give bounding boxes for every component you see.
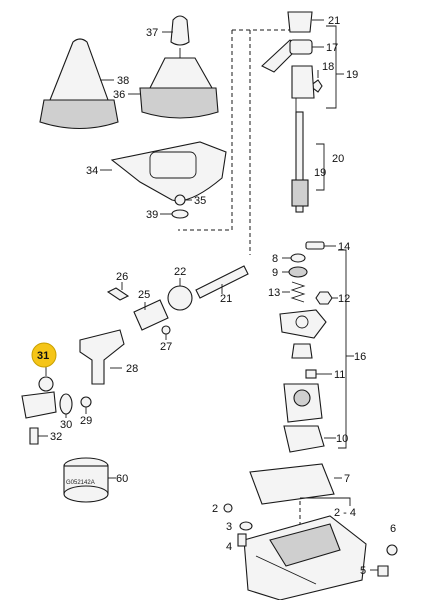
label-16: 16 (354, 351, 366, 363)
bushing-27 (161, 325, 171, 340)
label-30: 30 (60, 419, 72, 431)
label-21-top: 21 (328, 15, 340, 27)
label-36: 36 (113, 89, 125, 101)
label-21-mid: 21 (220, 293, 232, 305)
label-32: 32 (50, 431, 62, 443)
label-28: 28 (126, 363, 138, 375)
clip-35 (174, 194, 192, 206)
washer-3 (239, 521, 253, 531)
gasket-10 (283, 425, 336, 453)
selector-rod-21 (195, 265, 249, 299)
washer-29 (80, 396, 92, 414)
bracket-20 (316, 143, 325, 191)
gear-boot-36 (128, 57, 219, 119)
console-trim-34 (100, 141, 227, 202)
nut-12 (315, 291, 338, 305)
ball-joint-31 (21, 362, 57, 419)
highlight-marker-31[interactable] (31, 342, 57, 368)
bolt-26 (106, 282, 130, 301)
bolt-2 (223, 503, 233, 513)
label-2: 2 (212, 503, 218, 515)
ball-socket (291, 343, 313, 359)
joint-22 (167, 278, 193, 311)
lower-housing (283, 383, 323, 423)
base-housing (243, 515, 367, 600)
label-2-4: 2 - 4 (334, 507, 356, 519)
bushing-30 (59, 393, 73, 418)
label-19-upper: 19 (346, 69, 358, 81)
bolt-4 (237, 533, 247, 547)
label-5: 5 (360, 565, 366, 577)
label-27: 27 (160, 341, 172, 353)
bracket-2-4 (300, 497, 351, 506)
ring-60 (63, 457, 116, 503)
label-6: 6 (390, 523, 396, 535)
washer-8 (282, 253, 306, 263)
label-13: 13 (268, 287, 280, 299)
label-3: 3 (226, 521, 232, 533)
shift-rod-20 (291, 111, 309, 213)
label-18: 18 (322, 61, 334, 73)
label-14: 14 (338, 241, 350, 253)
clip-39 (160, 209, 189, 219)
bracket-16 (338, 249, 347, 449)
label-8: 8 (272, 253, 278, 265)
label-19-lower: 19 (314, 167, 326, 179)
label-11: 11 (334, 369, 345, 381)
assembly-dash-knob (178, 30, 233, 231)
pin-11 (305, 369, 332, 379)
bolt-32 (29, 427, 48, 445)
shift-housing (291, 65, 315, 112)
bracket-19-upper (326, 25, 337, 109)
label-37: 37 (146, 27, 158, 39)
label-38: 38 (117, 75, 129, 87)
label-60: 60 (116, 473, 128, 485)
label-25: 25 (138, 289, 150, 301)
label-26: 26 (116, 271, 128, 283)
label-4: 4 (226, 541, 232, 553)
nut-6 (386, 544, 398, 556)
label-22: 22 (174, 266, 186, 278)
bracket-28 (79, 329, 125, 385)
label-29: 29 (80, 415, 92, 427)
bolt-5 (370, 565, 389, 577)
label-7: 7 (344, 473, 350, 485)
washer-9 (282, 266, 308, 278)
gasket-7 (249, 463, 342, 505)
bolt-18 (309, 70, 323, 93)
pin-14 (305, 241, 336, 250)
label-10: 10 (336, 433, 348, 445)
gear-knob-37 (162, 15, 190, 62)
lever-25 (133, 299, 169, 331)
label-35: 35 (194, 195, 206, 207)
gear-boot-38 (39, 38, 119, 129)
part-code-watermark: G052142A (66, 480, 95, 486)
label-39: 39 (146, 209, 158, 221)
guide-plate-16 (279, 309, 327, 339)
label-20: 20 (332, 153, 344, 165)
label-12: 12 (338, 293, 350, 305)
label-9: 9 (272, 267, 278, 279)
label-17: 17 (326, 42, 338, 54)
spring-13 (282, 281, 306, 303)
label-34: 34 (86, 165, 98, 177)
bushing-17 (289, 39, 324, 55)
label-31: 31 (37, 350, 49, 362)
